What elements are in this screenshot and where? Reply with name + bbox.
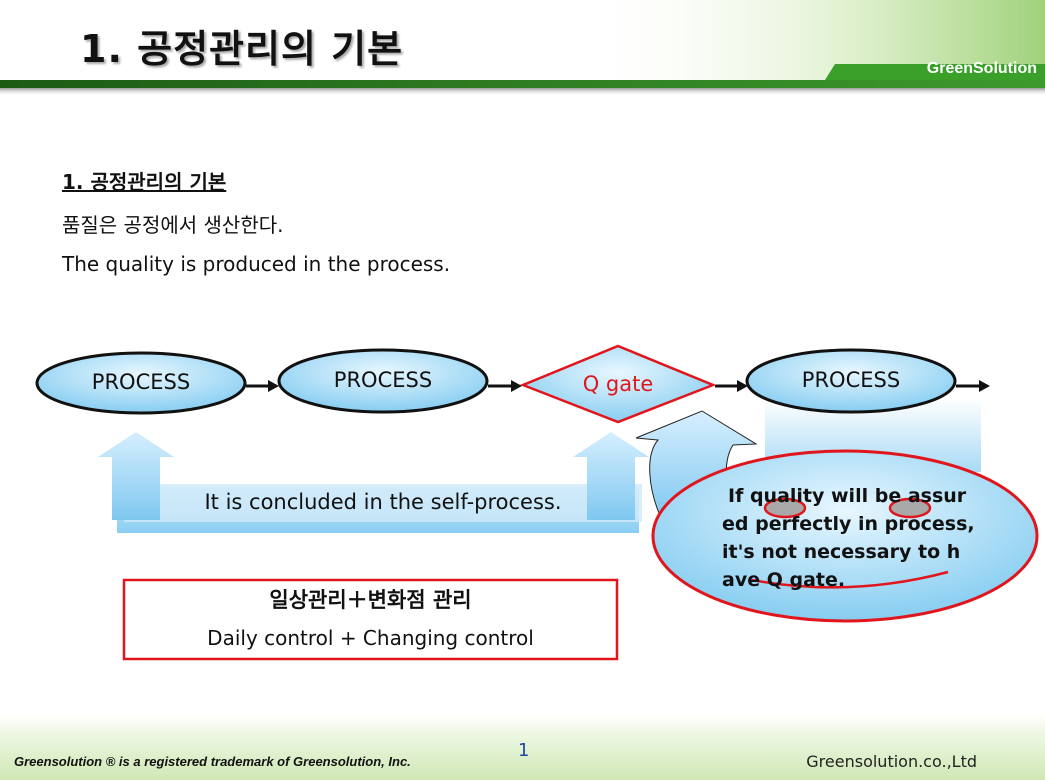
callout-line: ave Q gate. xyxy=(722,569,846,591)
process-label-2: PROCESS xyxy=(333,368,433,392)
self-process-note: It is concluded in the self-process. xyxy=(204,490,562,514)
self-process-band-top xyxy=(124,484,642,522)
process-label-1: PROCESS xyxy=(91,370,191,394)
callout-text: If quality will be assur ed perfectly in… xyxy=(722,482,992,594)
q-gate-label: Q gate xyxy=(582,372,654,396)
korean-statement: 품질은 공정에서 생산한다. xyxy=(62,213,284,237)
header-bar xyxy=(0,80,1045,88)
page-number: 1 xyxy=(518,740,530,761)
process-label-3: PROCESS xyxy=(801,368,901,392)
header-shadow xyxy=(0,88,1045,96)
company-name: Greensolution.co.,Ltd xyxy=(806,752,977,771)
callout-line: it's not necessary to h xyxy=(722,541,961,563)
callout-smile xyxy=(751,570,949,589)
up-arrow-left xyxy=(98,432,174,520)
trademark-notice: Greensolution ® is a registered trademar… xyxy=(14,754,411,769)
process-oval-3 xyxy=(745,348,957,414)
up-arrow-middle xyxy=(573,432,649,520)
process-oval-2 xyxy=(277,348,489,414)
q-gate-diamond xyxy=(519,344,717,424)
process-oval-1 xyxy=(35,351,247,415)
control-box-korean: 일상관리＋변화점 관리 xyxy=(269,588,472,612)
flow-connectors xyxy=(246,380,990,392)
section-heading: 1. 공정관리의 기본 xyxy=(62,170,227,194)
callout-ellipse xyxy=(651,449,1039,623)
control-box-frame xyxy=(122,578,619,661)
callout-eye-right xyxy=(888,497,932,519)
page-title: 1. 공정관리의 기본 xyxy=(80,27,404,71)
callout-eye-left xyxy=(763,497,807,519)
footer-band xyxy=(0,714,1045,780)
brand-label: GreenSolution xyxy=(926,60,1037,77)
callout-line: If quality will be assur xyxy=(728,485,967,507)
english-statement: The quality is produced in the process. xyxy=(62,252,451,276)
control-box-english: Daily control + Changing control xyxy=(207,626,534,650)
callout-line: ed perfectly in process, xyxy=(722,513,975,535)
brand-tab xyxy=(825,64,1045,80)
